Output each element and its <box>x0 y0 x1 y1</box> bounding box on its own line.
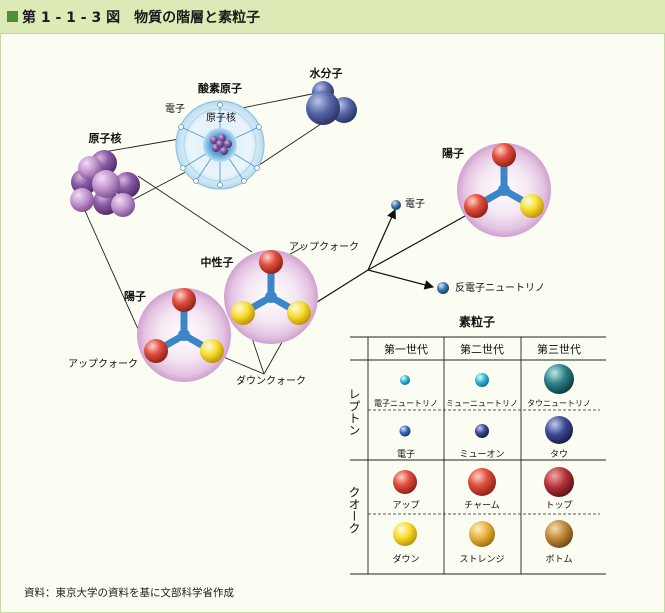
water-molecule-label: 水分子 <box>310 66 343 80</box>
cell-label: チャーム <box>464 500 500 511</box>
cell-label: 電子 <box>397 449 415 460</box>
column-header-gen3: 第三世代 <box>537 342 581 356</box>
nucleus-inner-label: 原子核 <box>206 111 236 124</box>
nucleus-cluster <box>70 150 140 217</box>
cell-label: ストレンジ <box>459 555 504 565</box>
neutron <box>224 250 318 344</box>
down-quark-ball <box>520 194 544 218</box>
particle-electron <box>399 425 411 437</box>
particle-bottom <box>545 520 573 548</box>
decay-arrows <box>313 208 476 305</box>
figure-header: 第 1 - 1 - 3 図 物質の階層と素粒子 <box>0 0 665 34</box>
particle-tau-neutrino <box>544 364 574 394</box>
column-header-gen2: 第二世代 <box>460 342 504 356</box>
water-molecule <box>306 81 357 125</box>
particle-tau <box>545 416 573 444</box>
row-group-lepton: レプトン <box>347 388 361 436</box>
line-oxygen-to-water <box>231 93 313 111</box>
up-quark-ball <box>144 339 168 363</box>
proton-right <box>457 143 551 237</box>
cell-label: ボトム <box>545 554 572 565</box>
header-marker-icon <box>7 11 18 22</box>
source-note: 資料：東京大学の資料を基に文部科学省作成 <box>24 587 234 599</box>
proton-right-label: 陽子 <box>442 146 464 160</box>
cell-label: ミューオン <box>459 449 504 460</box>
particle-muon-neutrino <box>475 373 489 387</box>
down-quark-ball <box>200 339 224 363</box>
line-nucleus-to-neutron <box>137 175 253 253</box>
particle-electron-neutrino <box>400 375 410 385</box>
cell-label: タウ <box>550 449 568 460</box>
up-quark-ball <box>259 250 283 274</box>
cell-label: 電子ニュートリノ <box>374 399 438 408</box>
up-quark-ball <box>464 194 488 218</box>
particle-top <box>544 467 574 497</box>
arrow-to-antineutrino <box>367 269 435 290</box>
particle-charm <box>468 468 496 496</box>
row-group-quark: クオーク <box>347 486 361 534</box>
particle-down <box>393 522 417 546</box>
particle-strange <box>469 521 495 547</box>
column-header-gen1: 第一世代 <box>384 342 428 356</box>
cell-label: アップ <box>392 500 419 511</box>
figure-title: 第 1 - 1 - 3 図 物質の階層と素粒子 <box>22 10 261 26</box>
line-nucleus-to-proton <box>81 203 143 339</box>
neutron-label: 中性子 <box>201 255 234 269</box>
oxygen-atom-label: 酸素原子 <box>198 81 242 95</box>
particle-up <box>393 470 417 494</box>
antineutrino-label: 反電子ニュートリノ <box>455 282 545 294</box>
decay-electron-label: 電子 <box>405 198 425 210</box>
nucleus-label: 原子核 <box>89 131 122 145</box>
down-quark-ball <box>231 301 255 325</box>
down-quark-ball <box>287 301 311 325</box>
cell-label: ミューニュートリノ <box>446 399 518 408</box>
proton-left-label: 陽子 <box>124 289 146 303</box>
cell-label: トップ <box>545 500 572 511</box>
particle-table: 素粒子 第一世代 第二世代 第三世代 レプトン クオーク 電子ニュートリノ ミュ… <box>347 314 606 575</box>
up-quark-ball <box>492 143 516 167</box>
cell-label: タウニュートリノ <box>527 399 591 408</box>
table-title: 素粒子 <box>459 314 495 329</box>
up-quark-label-1: アップクォーク <box>68 358 138 370</box>
up-quark-ball <box>172 288 196 312</box>
proton-left <box>137 288 231 382</box>
up-quark-label-2: アップクォーク <box>289 241 359 253</box>
decay-stem <box>313 269 369 305</box>
oxygen-atom <box>175 100 265 190</box>
antineutrino-dot <box>437 282 449 294</box>
down-quark-label: ダウンクォーク <box>236 374 306 387</box>
arrow-to-electron <box>367 208 396 271</box>
electron-atom-label: 電子 <box>165 103 185 115</box>
cell-label: ダウン <box>392 553 419 565</box>
arrow-to-proton <box>367 210 476 271</box>
particle-muon <box>475 424 489 438</box>
decay-electron-dot <box>391 200 401 210</box>
